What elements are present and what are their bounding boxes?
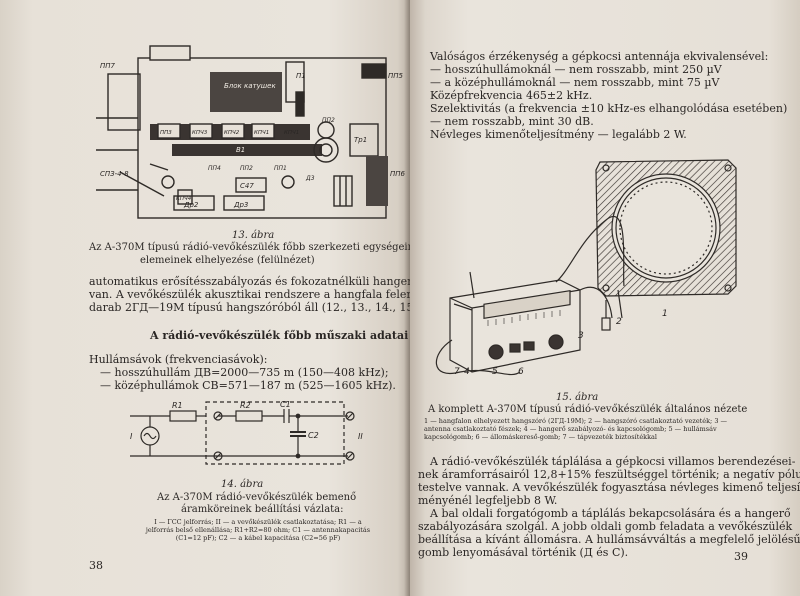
fig15-callout: 6 [518, 367, 524, 377]
figure-15-radio-drawing: 1 2 3 4 5 6 7 [435, 159, 737, 377]
spec-line: Középfrekvencia 465±2 kHz. [430, 89, 593, 102]
wave-line: — középhullámok СВ=571—187 m (525—1605 k… [100, 379, 396, 392]
fig13-label: КПЧ1 [284, 130, 299, 136]
fig13-label: Д3 [305, 175, 315, 182]
figure-14-schematic: R1 R2 C1 C2 I II [130, 400, 363, 465]
fig13-label: КПЧ4 [176, 196, 192, 202]
fig14-label-c2: C2 [308, 431, 319, 440]
fig15-callout: 5 [492, 367, 498, 377]
spec-line: — hosszúhullámoknál — nem rosszabb, mint… [430, 63, 722, 76]
section-heading: A rádió-vevőkészülék főbb műszaki adatai [150, 329, 409, 342]
figure-15-number: 15. ábra [556, 392, 599, 403]
body-line: nek áramforrásairól 12,8+15% feszültségg… [418, 468, 800, 481]
body-line: beállítása a kívánt állomásra. A hulláms… [418, 533, 800, 546]
figure-15-legend: 1 — hangfalon elhelyezett hangszóró (2ГД… [424, 417, 728, 441]
body-line: A bal oldali forgatógomb a táplálás beka… [430, 507, 791, 520]
fig13-label: ПП3 [160, 130, 172, 136]
fig13-label: Тр1 [354, 136, 367, 144]
body-line: szabályozására szolgál. A jobb oldali go… [418, 520, 793, 533]
fig13-label: ПП2 [322, 117, 335, 124]
fig13-label: Др2 [183, 201, 199, 209]
fig13-label: КПЧ3 [192, 130, 208, 136]
wave-title: Hullámsávok (frekvenciasávok): [89, 353, 268, 366]
fig13-label: ПП7 [100, 62, 116, 70]
fig13-label: ПП1 [274, 165, 287, 172]
figure-15-caption: A komplett A-370M típusú rádió-vevőkészü… [428, 404, 748, 415]
figure-13-chassis-diagram: Блок катушек П1 ПП5 ПП3 КПЧ3 КПЧ2 КПЧ1 К… [96, 45, 406, 219]
figure-14-caption-line: áramköreinek beállítási vázlata: [181, 504, 344, 515]
figure-14-number: 14. ábra [221, 479, 264, 490]
fig13-label: КПЧ2 [224, 130, 240, 136]
fig13-label: ПП5 [388, 72, 404, 80]
page-number-left: 38 [89, 559, 103, 572]
figure-13-caption-line: elemeinek elhelyezése (felülnézet) [140, 255, 315, 266]
fig13-label: КПЧ1 [254, 130, 269, 136]
body-line: gomb lenyomásával történik (Д és С). [418, 546, 629, 559]
body-line: A rádió-vevőkészülék táplálása a gépkocs… [430, 455, 796, 468]
fig14-label-r2: R2 [240, 401, 251, 410]
fig14-label-r1: R1 [172, 401, 183, 410]
fig13-label: ПП2 [240, 165, 253, 172]
figure-13-caption-line: Az A-370M típusú rádió-vevőkészülék főbb… [89, 242, 410, 253]
spec-line: — a középhullámoknál — nem rosszabb, min… [430, 76, 720, 89]
spec-line: Valóságos érzékenység a gépkocsi antenná… [430, 50, 769, 63]
fig15-callout: 7 [454, 367, 460, 377]
wave-line: — hosszúhullám ДВ=2000—735 m (150—408 kH… [100, 366, 389, 379]
fig13-label: В1 [236, 146, 245, 154]
fig15-callout: 2 [616, 317, 622, 327]
figure-14-legend: I — ГСС jelforrás; II — a vevőkészülék c… [145, 518, 371, 542]
fig13-label: ПП6 [390, 170, 406, 178]
spec-line: — nem rosszabb, mint 30 dB. [430, 115, 594, 128]
fig15-callout: 4 [464, 367, 470, 377]
spec-line: Szelektivitás (a frekvencia ±10 kHz-es e… [430, 102, 788, 115]
fig13-label: Др3 [233, 201, 248, 209]
fig14-label-ii: II [358, 432, 363, 441]
body-line: ményénél legfeljebb 8 W. [418, 494, 558, 507]
right-page: Valóságos érzékenység a gépkocsi antenná… [410, 0, 800, 596]
fig13-label: Блок катушек [224, 82, 276, 90]
fig13-label: СПЗ-4-8 [100, 170, 129, 178]
figure-13-number: 13. ábra [232, 230, 275, 241]
fig13-label: С47 [240, 182, 254, 190]
page-number-right: 39 [734, 550, 748, 563]
fig14-label-c1: C1 [280, 400, 291, 409]
body-line: automatikus erősítésszabályozás és fokoz… [89, 275, 410, 288]
fig15-callout: 3 [578, 331, 584, 341]
body-line: testelve vannak. A vevőkészülék fogyaszt… [418, 481, 800, 494]
spec-line: Névleges kimenőteljesítmény — legalább 2… [430, 128, 687, 141]
body-line: darab 2ГД—19M típusú hangszóróból áll (1… [89, 301, 410, 314]
fig13-label: ПП4 [208, 165, 221, 172]
body-line: van. A vevőkészülék akusztikai rendszere… [89, 288, 410, 301]
fig13-label: П1 [296, 72, 306, 80]
left-page: Блок катушек П1 ПП5 ПП3 КПЧ3 КПЧ2 КПЧ1 К… [0, 0, 410, 596]
fig15-callout: 1 [662, 309, 668, 319]
figure-14-caption-line: Az A-370M rádió-vevőkészülék bemenő [157, 492, 357, 503]
fig14-label-i: I [130, 432, 133, 441]
